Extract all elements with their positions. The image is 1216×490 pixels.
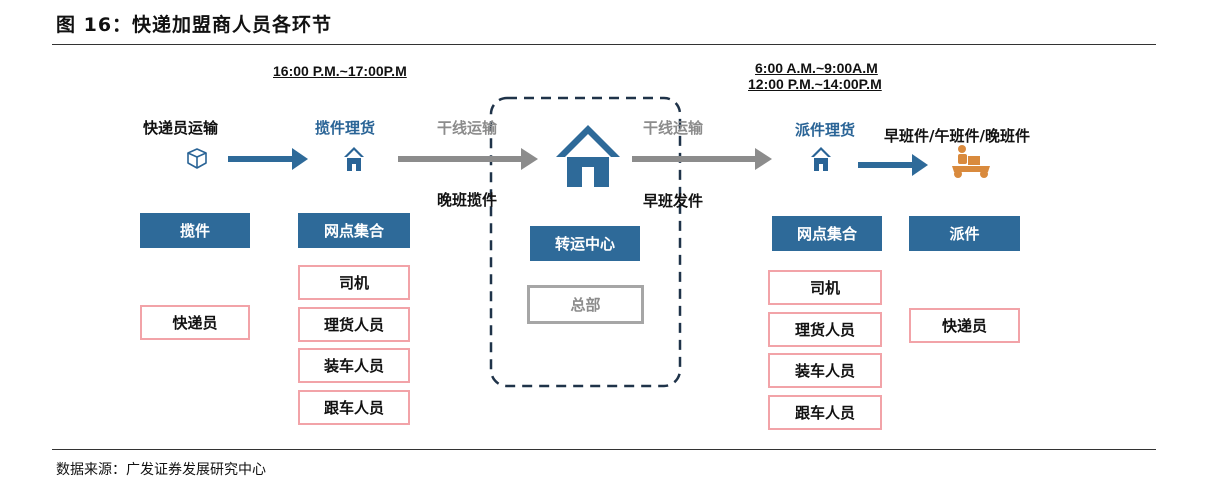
label-morning-dispatch: 早班发件 [643,192,704,210]
arrow-courier-to-outlet [228,148,308,170]
stage-delivery: 派件 [909,216,1020,251]
stage-transfer-center: 转运中心 [530,226,640,261]
label-delivery-sorting: 派件理货 [795,121,856,139]
stage-outlet-gather-right: 网点集合 [772,216,882,251]
role-left-courier: 快递员 [140,305,250,340]
house-icon-left [344,147,364,171]
role-right-escort: 跟车人员 [768,395,882,430]
role-right-driver: 司机 [768,270,882,305]
role-left-escort: 跟车人员 [298,390,410,425]
role-right-loader: 装车人员 [768,353,882,388]
arrow-outlet-to-customer [858,154,928,176]
time-evening: 16:00 P.M.~17:00P.M [273,63,407,79]
house-icon-center [556,125,620,187]
label-shifts: 早班件/午班件/晚班件 [884,127,1030,145]
label-trunk-transport-1: 干线运输 [437,119,498,137]
role-right-courier: 快递员 [909,308,1020,343]
house-icon-right [811,147,831,171]
box-icon [187,148,207,169]
role-left-sorter: 理货人员 [298,307,410,342]
stage-outlet-gather-left: 网点集合 [298,213,410,248]
transfer-center-frame [489,96,682,388]
top-rule [52,44,1156,45]
bottom-rule [52,449,1156,450]
role-headquarters: 总部 [527,285,644,324]
role-left-driver: 司机 [298,265,410,300]
label-pickup-sorting: 揽件理货 [315,119,376,137]
arrow-center-to-outlet [632,148,772,170]
role-right-sorter: 理货人员 [768,312,882,347]
label-trunk-transport-2: 干线运输 [643,119,704,137]
figure-title: 图 16：快递加盟商人员各环节 [56,14,333,36]
role-left-loader: 装车人员 [298,348,410,383]
time-noon: 12:00 P.M.~14:00P.M [748,76,882,92]
stage-pickup: 揽件 [140,213,250,248]
time-morning: 6:00 A.M.~9:00A.M [755,60,878,76]
delivery-scooter-icon [952,145,990,178]
label-courier-transport: 快递员运输 [143,119,219,137]
source-note: 数据来源：广发证券发展研究中心 [56,462,266,478]
label-evening-pickup: 晚班揽件 [437,191,498,209]
arrow-outlet-to-center [398,148,538,170]
